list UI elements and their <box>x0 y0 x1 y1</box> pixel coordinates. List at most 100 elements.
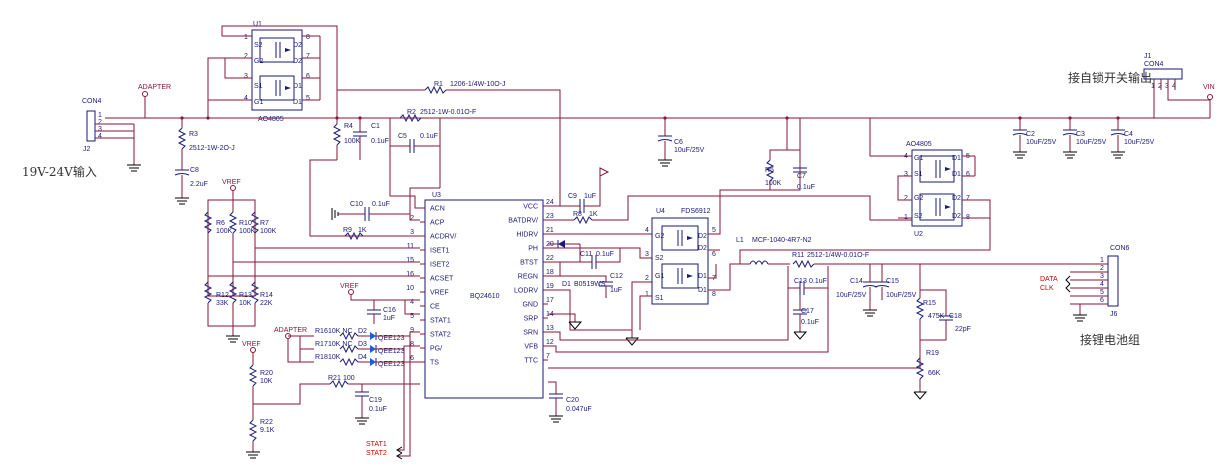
resistor-r2: R2 2512-1W-0.01O-F <box>389 109 476 221</box>
svg-text:1: 1 <box>1151 83 1155 90</box>
svg-text:C2: C2 <box>1026 131 1035 138</box>
svg-text:10K NC: 10K NC <box>328 341 353 348</box>
svg-text:1uF: 1uF <box>383 315 395 322</box>
connector-j6: CON6 J6 1 2 3 4 5 6 <box>1070 245 1130 322</box>
ic-left-pin-number: 5 <box>410 313 414 320</box>
capacitor-c18: C18 22pF <box>920 289 971 341</box>
svg-text:5: 5 <box>712 227 716 234</box>
ic-left-pins: ACN2ACP3ACDRV/11ISET115ISET216ACSET10VRE… <box>406 206 456 367</box>
svg-text:2: 2 <box>244 53 248 60</box>
svg-text:0.047uF: 0.047uF <box>566 406 592 413</box>
svg-text:D1: D1 <box>952 155 961 162</box>
svg-text:D1: D1 <box>293 83 302 90</box>
ic-left-pin-name: CE <box>430 304 440 311</box>
capacitor-c9: C9 1uF <box>560 167 610 213</box>
svg-text:2: 2 <box>1100 265 1104 272</box>
capacitor-c19: C19 0.1uF <box>355 384 387 425</box>
svg-text:2: 2 <box>1158 83 1162 90</box>
svg-text:6: 6 <box>306 73 310 80</box>
capacitor-c14: C14 10uF/25V <box>836 264 878 317</box>
svg-text:8: 8 <box>712 291 716 298</box>
ic-left-pin-name: ISET2 <box>430 262 450 269</box>
net-adapter-top: ADAPTER <box>138 84 171 97</box>
ic-left-pin-number: 2 <box>410 215 414 222</box>
ic-right-pin-name: PH <box>528 246 538 253</box>
resistor-r22: R22 9.1K <box>246 419 275 459</box>
svg-text:R5: R5 <box>765 167 774 174</box>
ground-u3 <box>548 313 583 330</box>
svg-text:B0519WS: B0519WS <box>574 281 606 288</box>
svg-text:AO4805: AO4805 <box>906 141 932 148</box>
wire-lodrv <box>548 281 652 331</box>
svg-text:6: 6 <box>966 171 970 178</box>
ic-right-pins: 24VCC23BATDRV/21HIDRV20PH22BTST18REGN19L… <box>508 199 554 365</box>
ic-right-pin-number: 18 <box>546 269 554 276</box>
svg-text:R9: R9 <box>343 227 352 234</box>
net-stat2: STAT2 <box>366 450 403 460</box>
svg-text:R18: R18 <box>315 354 328 361</box>
wire-ph <box>548 247 652 259</box>
svg-text:D4: D4 <box>358 354 367 361</box>
wire-left-bottom <box>207 303 256 327</box>
resistor-r4: R4 100K <box>332 118 361 160</box>
svg-text:100K: 100K <box>239 228 256 235</box>
wire-stat1 <box>397 346 405 451</box>
svg-text:ADAPTER: ADAPTER <box>138 84 171 91</box>
svg-text:MCF-1040-4R7-N2: MCF-1040-4R7-N2 <box>752 237 812 244</box>
svg-text:G1: G1 <box>914 155 923 162</box>
svg-text:VREF: VREF <box>340 283 359 290</box>
svg-text:QEE123: QEE123 <box>378 361 405 368</box>
svg-text:S1: S1 <box>914 171 923 178</box>
svg-text:3: 3 <box>1100 273 1104 280</box>
svg-text:R1: R1 <box>434 81 443 88</box>
ground-u4 <box>625 330 640 346</box>
svg-text:D1: D1 <box>562 281 571 288</box>
capacitor-c11: C11 0.1uF <box>548 247 640 269</box>
svg-text:S1: S1 <box>655 295 664 302</box>
svg-text:R20: R20 <box>260 370 273 377</box>
net-vref-2: VREF <box>340 283 420 301</box>
diode-d1: D1 B0519WS <box>548 240 606 288</box>
svg-text:2.2uF: 2.2uF <box>190 181 208 188</box>
svg-text:100K: 100K <box>216 228 233 235</box>
ic-left-pin-name: ACN <box>430 206 445 213</box>
ic-left-pin-number: 15 <box>406 257 414 264</box>
svg-text:U4: U4 <box>656 208 665 215</box>
svg-text:1K: 1K <box>589 211 598 218</box>
svg-text:S2: S2 <box>254 42 263 49</box>
ic-right-pin-number: 24 <box>546 199 554 206</box>
svg-text:4: 4 <box>1100 281 1104 288</box>
svg-text:STAT2: STAT2 <box>366 450 387 457</box>
svg-text:C19: C19 <box>369 397 382 404</box>
svg-text:CON4: CON4 <box>82 98 102 105</box>
svg-text:D2: D2 <box>698 233 707 240</box>
svg-text:1: 1 <box>98 112 102 119</box>
capacitor-c20: C20 0.047uF <box>548 381 592 423</box>
svg-text:4: 4 <box>1172 83 1176 90</box>
resistor-r9: R9 1K <box>343 227 367 241</box>
svg-text:R6: R6 <box>216 220 225 227</box>
svg-text:R16: R16 <box>315 328 328 335</box>
svg-text:10K: 10K <box>239 300 252 307</box>
svg-text:0.1uF: 0.1uF <box>596 251 614 258</box>
svg-text:VREF: VREF <box>222 179 241 186</box>
svg-text:J2: J2 <box>83 146 91 153</box>
resistor-r11: R11 2512-1/4W-0.01O-F <box>792 252 1100 269</box>
net-vref-3: VREF <box>242 341 261 353</box>
ic-right-pin-name: VFB <box>524 344 538 351</box>
ic-right-pin-name: LODRV <box>514 288 538 295</box>
ic-right-pin-name: SRN <box>523 330 538 337</box>
capacitor-c2: C2 10uF/25V <box>1012 118 1057 159</box>
svg-text:6: 6 <box>1100 297 1104 304</box>
svg-text:1: 1 <box>1100 257 1104 264</box>
svg-text:U1: U1 <box>253 21 262 28</box>
ic-left-pin-number: 16 <box>406 271 414 278</box>
mosfet-u4: U4 FDS6912 G2 S2 D2 D2 G1 S1 D1 D1 4 3 2… <box>639 118 801 330</box>
svg-text:CON6: CON6 <box>1110 245 1130 252</box>
svg-text:100K: 100K <box>344 138 361 145</box>
svg-text:0.1uF: 0.1uF <box>372 201 390 208</box>
ic-left-pin-number: 10 <box>406 285 414 292</box>
svg-text:S2: S2 <box>655 255 664 262</box>
mosfet-u1: U1 S2 G2 D2 D2 S1 G1 D1 D1 1 2 3 4 8 7 6… <box>207 21 338 123</box>
ic-left-pin-name: ACP <box>430 220 445 227</box>
